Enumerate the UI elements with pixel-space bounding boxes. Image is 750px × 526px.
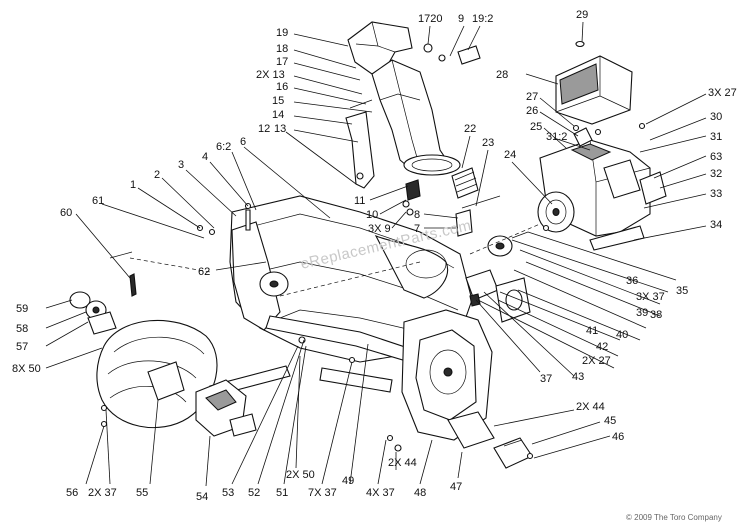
callout-52: 52 <box>248 487 260 499</box>
callout-3: 3 <box>178 159 184 171</box>
spring <box>451 167 479 199</box>
callout-27: 27 <box>526 91 538 103</box>
callout-19: 19 <box>276 27 288 39</box>
callout-2x13: 2X 13 <box>256 69 285 81</box>
callout-1720: 1720 <box>418 13 442 25</box>
callout-35: 35 <box>676 285 688 297</box>
callout-40: 40 <box>616 329 628 341</box>
callout-4: 4 <box>202 151 208 163</box>
callout-45: 45 <box>604 415 616 427</box>
callout-1: 1 <box>130 179 136 191</box>
callout-3x9: 3X 9 <box>368 223 391 235</box>
callout-43: 43 <box>572 371 584 383</box>
callout-57: 57 <box>16 341 28 353</box>
callout-19-2: 19:2 <box>472 13 493 25</box>
callout-2x27: 2X 27 <box>582 355 611 367</box>
callout-13: 13 <box>274 123 286 135</box>
callout-38: 38 <box>650 309 662 321</box>
callout-7: 7 <box>414 223 420 235</box>
callout-10: 10 <box>366 209 378 221</box>
callout-41: 41 <box>586 325 598 337</box>
callout-53: 53 <box>222 487 234 499</box>
callout-51: 51 <box>276 487 288 499</box>
chute-tag <box>457 45 481 65</box>
callout-2x37: 2X 37 <box>88 487 117 499</box>
callout-9: 9 <box>458 13 464 25</box>
callout-29: 29 <box>576 9 588 21</box>
callout-8x50: 8X 50 <box>12 363 41 375</box>
callout-22: 22 <box>464 123 476 135</box>
callout-36: 36 <box>626 275 638 287</box>
callout-2: 2 <box>154 169 160 181</box>
leader-lines <box>45 21 707 487</box>
callout-2x44-bottom: 2X 44 <box>388 457 417 469</box>
callout-49: 49 <box>342 475 354 487</box>
callout-28: 28 <box>496 69 508 81</box>
callout-47: 47 <box>450 481 462 493</box>
callout-37: 37 <box>540 373 552 385</box>
callout-4x37: 4X 37 <box>366 487 395 499</box>
callout-12: 12 <box>258 123 270 135</box>
callout-58: 58 <box>16 323 28 335</box>
callout-61: 61 <box>92 195 104 207</box>
callout-32: 32 <box>710 168 722 180</box>
callout-25: 25 <box>530 121 542 133</box>
callout-63: 63 <box>710 151 722 163</box>
shave-plate <box>319 367 393 393</box>
callout-46: 46 <box>612 431 624 443</box>
bearing <box>69 291 91 309</box>
callout-14: 14 <box>272 109 284 121</box>
part-drawings <box>69 21 667 469</box>
callout-labels: 29 1720 9 19:2 19 18 17 2X 13 16 15 14 1… <box>12 9 737 503</box>
callout-16: 16 <box>276 81 288 93</box>
callout-2x44-top: 2X 44 <box>576 401 605 413</box>
callout-6: 6 <box>240 136 246 148</box>
callout-15: 15 <box>272 95 284 107</box>
callout-6-2: 6:2 <box>216 141 231 153</box>
copyright-text: © 2009 The Toro Company <box>626 513 722 522</box>
callout-60: 60 <box>60 207 72 219</box>
callout-30: 30 <box>710 111 722 123</box>
callout-55: 55 <box>136 487 148 499</box>
callout-34: 34 <box>710 219 722 231</box>
callout-8: 8 <box>414 209 420 221</box>
callout-2x50: 2X 50 <box>286 469 315 481</box>
callout-17: 17 <box>276 56 288 68</box>
callout-54: 54 <box>196 491 208 503</box>
callout-7x37: 7X 37 <box>308 487 337 499</box>
callout-59: 59 <box>16 303 28 315</box>
callout-48: 48 <box>414 487 426 499</box>
callout-24: 24 <box>504 149 516 161</box>
skid-shoe <box>447 411 495 449</box>
callout-18: 18 <box>276 43 288 55</box>
callout-33: 33 <box>710 188 722 200</box>
callout-56: 56 <box>66 487 78 499</box>
callout-26: 26 <box>526 105 538 117</box>
callout-3x27: 3X 27 <box>708 87 737 99</box>
callout-3x37: 3X 37 <box>636 291 665 303</box>
callout-39: 39 <box>636 307 648 319</box>
callout-62: 62 <box>198 266 210 278</box>
callout-23: 23 <box>482 137 494 149</box>
chute-control-bracket <box>345 111 375 189</box>
callout-11: 11 <box>354 195 365 207</box>
callout-31-2: 31:2 <box>546 131 567 143</box>
callout-42: 42 <box>596 341 608 353</box>
callout-31: 31 <box>710 131 722 143</box>
